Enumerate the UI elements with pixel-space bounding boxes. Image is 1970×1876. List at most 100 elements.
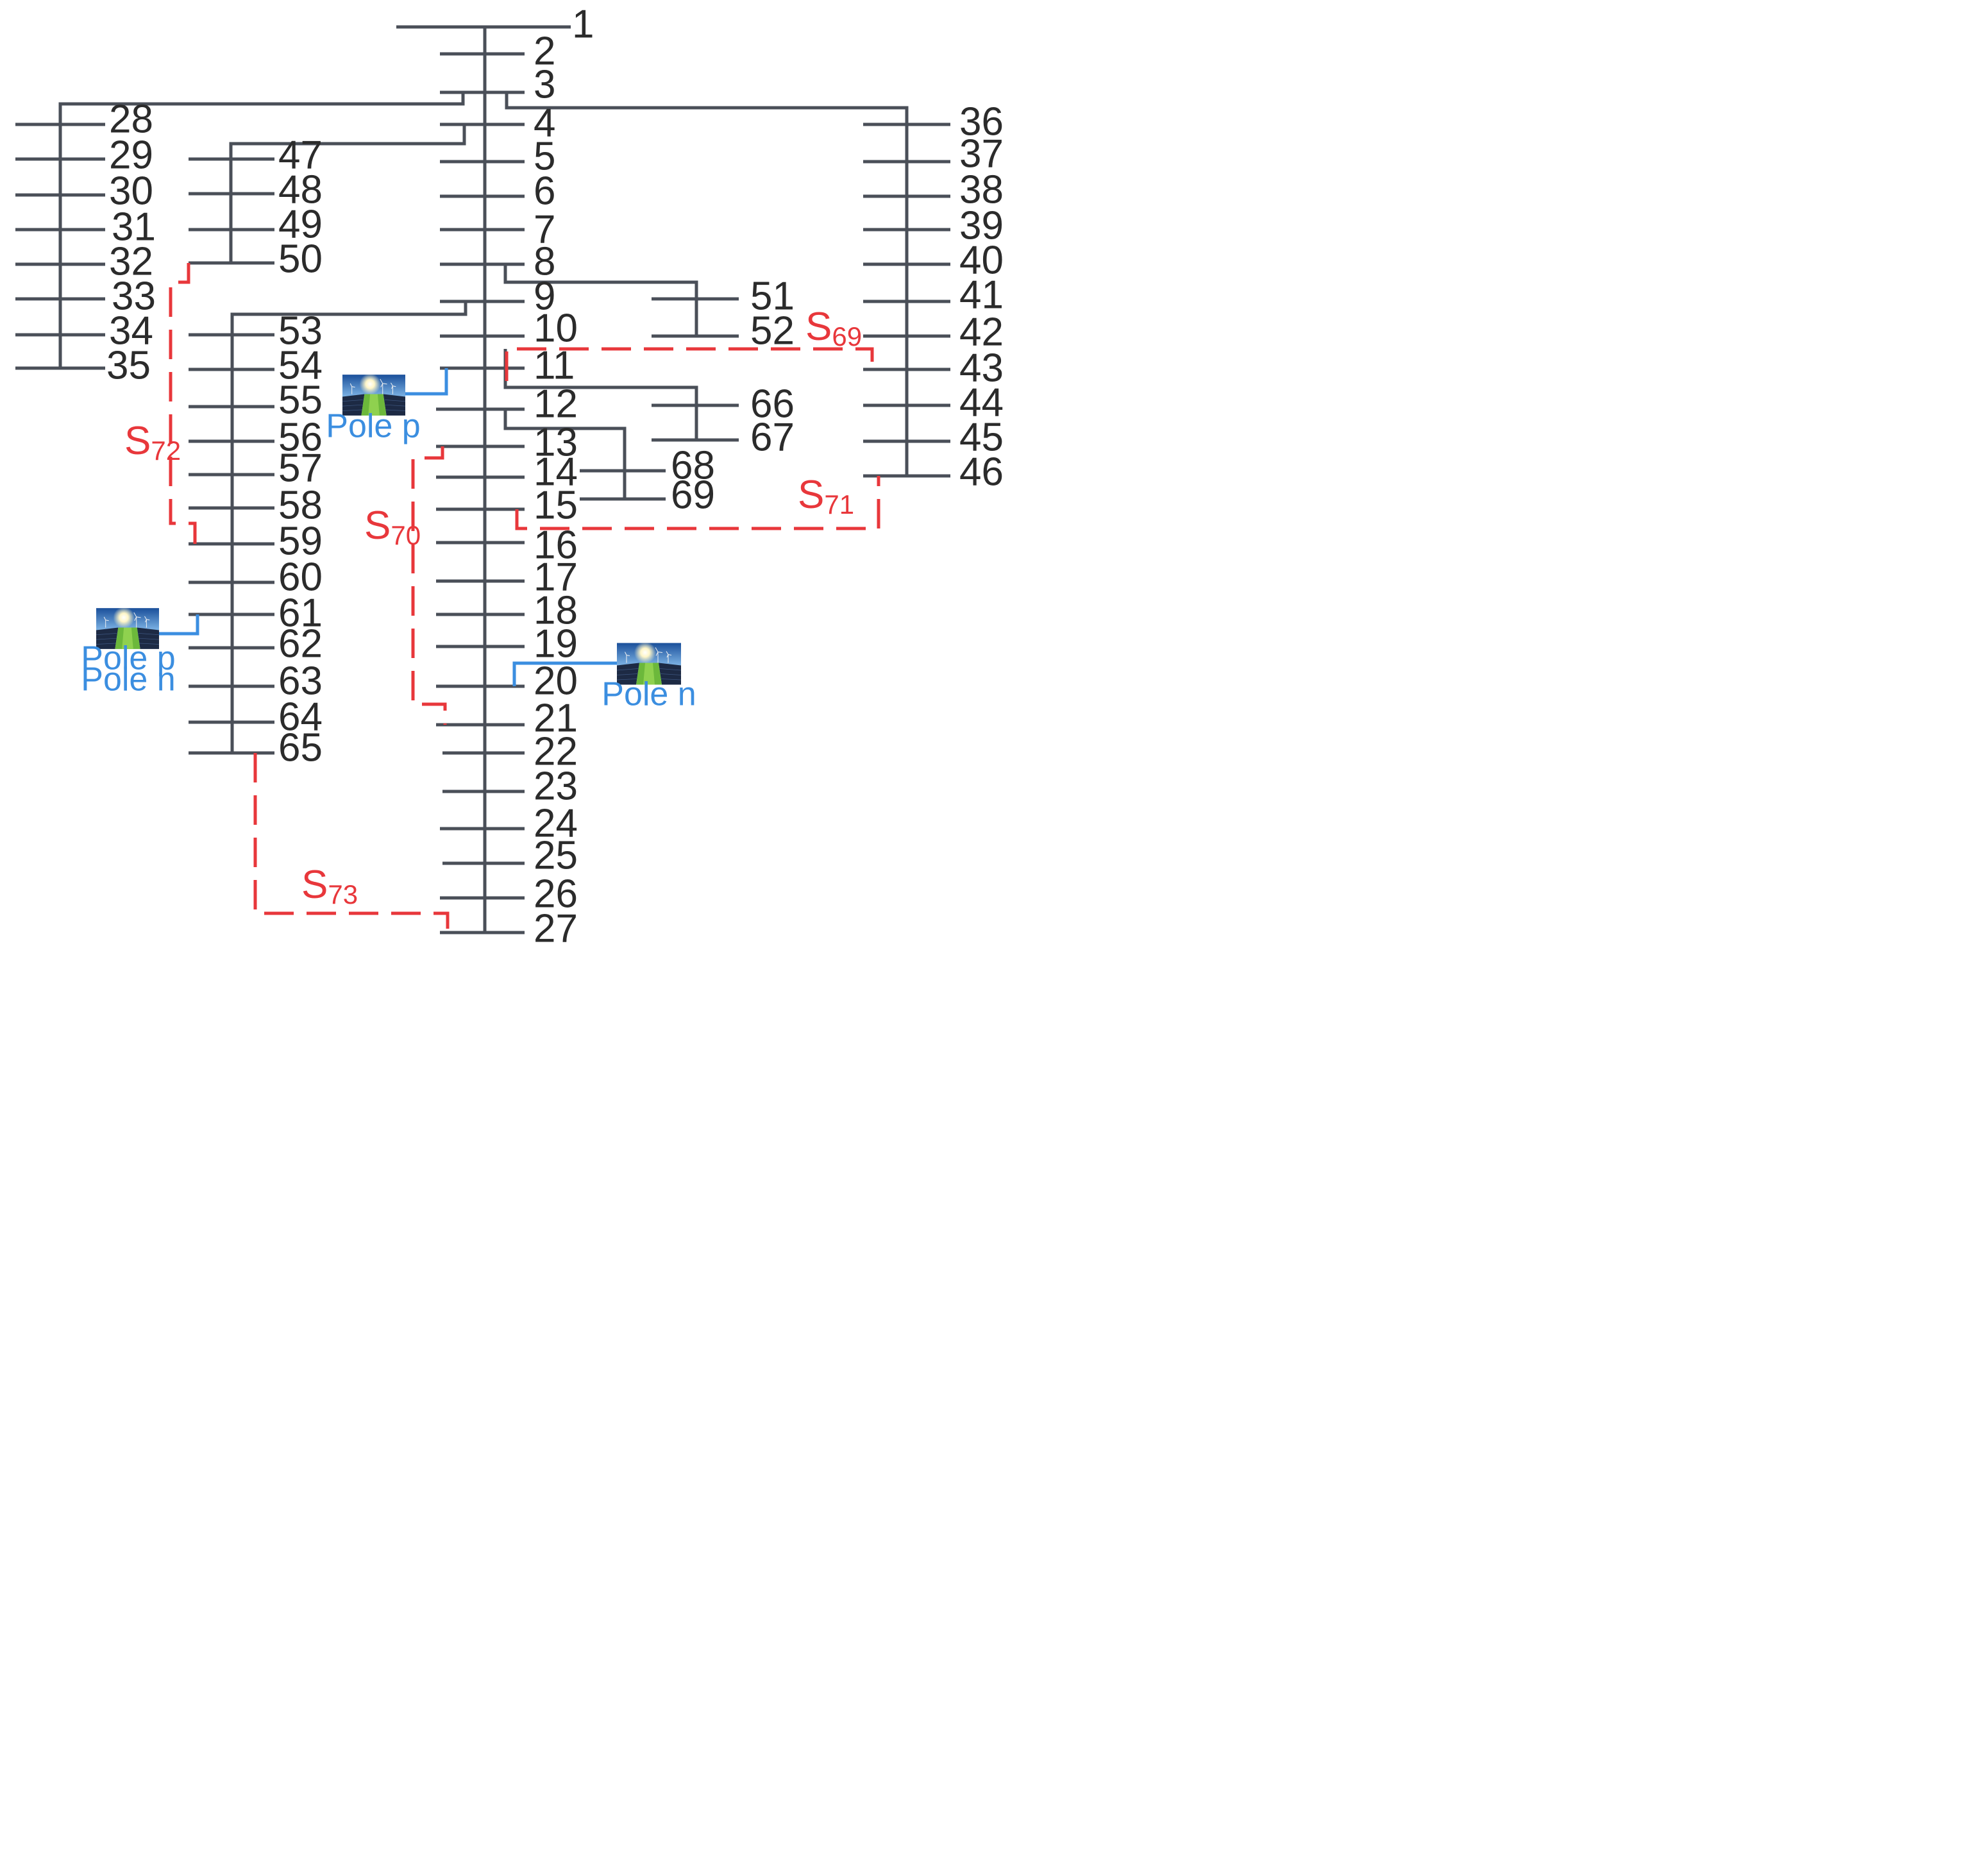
bus-label-62: 62	[278, 621, 323, 666]
bus-label-52: 52	[750, 308, 795, 353]
tie-switch-symbol: S	[301, 863, 328, 907]
bus-label-35: 35	[106, 343, 151, 387]
bus-label-63: 63	[278, 659, 323, 703]
generator-wire-gen-bus-11	[385, 368, 448, 396]
bus-label-29: 29	[109, 133, 153, 177]
bus-label-61: 61	[278, 591, 323, 635]
tie-switch-symbol: S	[798, 473, 824, 517]
bus-label-60: 60	[278, 555, 323, 599]
tie-switch-subscript: 72	[151, 435, 181, 466]
bus-label-6: 6	[534, 169, 555, 213]
bus-label-20: 20	[534, 659, 578, 703]
bus-label-33: 33	[112, 274, 156, 318]
bus-label-7: 7	[534, 207, 555, 251]
bus-label-45: 45	[959, 415, 1004, 459]
bus-label-37: 37	[959, 131, 1004, 176]
bus-label-3: 3	[534, 62, 555, 106]
bus-label-56: 56	[278, 415, 323, 459]
lateral-47-50	[229, 124, 466, 263]
bus-label-65: 65	[278, 725, 323, 770]
generator-pole-label: Pole n	[602, 676, 696, 713]
bus-label-57: 57	[278, 446, 323, 490]
tie-switch-subscript: 71	[824, 489, 854, 520]
bus-label-58: 58	[278, 483, 323, 527]
bus-label-67: 67	[750, 415, 795, 459]
bus-label-15: 15	[534, 483, 578, 527]
bus-label-21: 21	[534, 696, 578, 740]
bus-label-24: 24	[534, 801, 578, 845]
bus-label-34: 34	[109, 308, 153, 353]
tie-switch-symbol: S	[124, 419, 151, 463]
bus-label-54: 54	[278, 343, 323, 387]
tie-switch-label-S72: S72	[124, 419, 181, 466]
bus-label-26: 26	[534, 872, 578, 916]
bus-label-59: 59	[278, 519, 323, 563]
tie-switch-symbol: S	[805, 305, 832, 349]
bus-label-48: 48	[278, 167, 323, 212]
bus-label-44: 44	[959, 380, 1004, 425]
lateral-36-46	[505, 92, 909, 476]
lateral-28-35	[58, 92, 465, 368]
tie-switch-subscript: 70	[391, 520, 421, 550]
bus-label-43: 43	[959, 346, 1004, 390]
bus-label-38: 38	[959, 167, 1004, 212]
tie-switch-label-S73: S73	[301, 863, 358, 909]
lateral-68-69	[503, 409, 627, 499]
lateral-53-65	[230, 301, 467, 753]
tie-switch-label-S71: S71	[798, 473, 854, 520]
tie-switch-subscript: 73	[328, 879, 358, 909]
bus-label-9: 9	[534, 274, 555, 318]
bus-label-10: 10	[534, 306, 578, 350]
bus-label-36: 36	[959, 99, 1004, 144]
generator-pole-label: Pole p	[81, 640, 175, 677]
bus-label-16: 16	[534, 523, 578, 567]
tie-switch-subscript: 69	[832, 321, 862, 351]
bus-label-69: 69	[671, 473, 715, 517]
generator-pole-label: Pole p	[326, 408, 420, 445]
tie-switch-symbol: S	[364, 503, 391, 548]
bus-label-22: 22	[534, 729, 578, 773]
bus-label-8: 8	[534, 239, 555, 283]
bus-label-23: 23	[534, 764, 578, 808]
tie-switch-line-S72	[169, 263, 197, 544]
tie-switch-line-S69	[505, 347, 874, 381]
bus-label-17: 17	[534, 555, 578, 599]
bus-label-40: 40	[959, 238, 1004, 282]
bus-label-1: 1	[572, 2, 594, 46]
bus-label-49: 49	[278, 202, 323, 246]
tie-switch-line-S70	[411, 446, 447, 725]
bus-label-68: 68	[671, 443, 715, 487]
bus-label-41: 41	[959, 273, 1004, 317]
generator-layer	[96, 368, 681, 686]
bus-label-13: 13	[534, 420, 578, 464]
bus-label-2: 2	[534, 29, 555, 73]
generator-pole-label: Pole n	[81, 661, 175, 698]
bus-label-50: 50	[278, 237, 323, 281]
bus-label-31: 31	[112, 205, 156, 249]
bus-label-4: 4	[534, 101, 555, 145]
bus-label-30: 30	[109, 169, 153, 213]
tie-switch-label-S70: S70	[364, 503, 421, 550]
tie-switch-line-S73	[253, 753, 450, 933]
network-lines	[15, 25, 950, 934]
tie-switch-line-S71	[515, 476, 880, 530]
bus-label-11: 11	[534, 343, 575, 387]
bus-label-47: 47	[278, 133, 323, 177]
bus-label-5: 5	[534, 134, 555, 178]
bus-label-55: 55	[278, 378, 323, 422]
bus-label-18: 18	[534, 588, 578, 632]
bus-label-53: 53	[278, 308, 323, 353]
bus-label-66: 66	[750, 382, 795, 426]
bus-label-25: 25	[534, 833, 578, 877]
tie-lines	[169, 263, 880, 933]
lateral-51-52	[503, 264, 698, 336]
tie-switch-label-S69: S69	[805, 305, 862, 351]
label-layer: 1234567891011121314151617181920212223242…	[81, 2, 1004, 951]
bus-label-19: 19	[534, 621, 578, 666]
bus-label-14: 14	[534, 450, 578, 494]
bus-label-46: 46	[959, 450, 1004, 494]
bus-label-51: 51	[750, 274, 795, 318]
bus-label-27: 27	[534, 906, 578, 951]
